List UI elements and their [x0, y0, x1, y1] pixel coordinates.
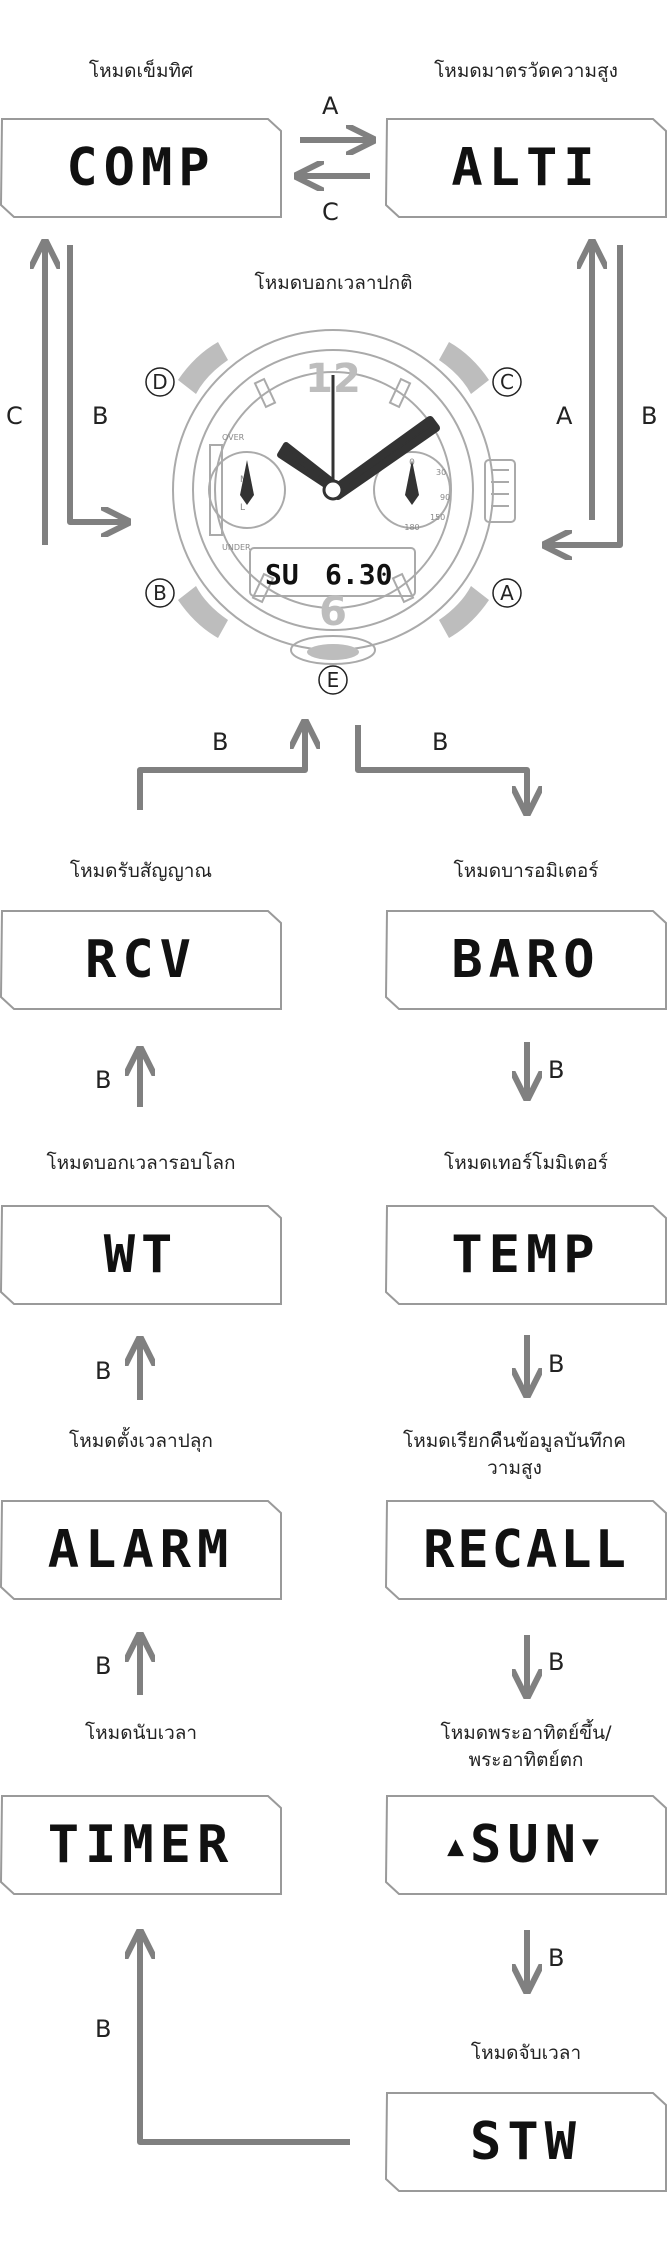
subdial-150-label: 150 [430, 513, 445, 522]
subdial-180-label: 180 [404, 523, 419, 532]
timer-display: TIMER [0, 1795, 282, 1895]
rcv-lcd-text: RCV [85, 930, 197, 990]
timer-lcd-text: TIMER [47, 1815, 235, 1875]
key-b-label: B [95, 1357, 112, 1385]
key-c-label: C [6, 402, 23, 430]
button-e-housing [290, 635, 376, 665]
key-b-label: B [641, 402, 658, 430]
center-pin [322, 479, 344, 501]
bezel-over-label: OVER [222, 433, 245, 442]
button-d-letter: D [152, 370, 167, 394]
comp-mode-label: โหมดเข็มทิศ [88, 60, 194, 82]
alarm-mode-label: โหมดตั้งเวลาปลุก [69, 1430, 213, 1452]
minute-hand [329, 416, 440, 500]
temp-lcd-text: TEMP [451, 1225, 601, 1285]
recall-lcd-text: RECALL [423, 1520, 629, 1580]
temp-display: TEMP [385, 1205, 667, 1305]
timekeeping-mode-label: โหมดบอกเวลาปกติ [254, 272, 413, 294]
baro-lcd-text: BARO [451, 930, 601, 990]
timer-mode-label: โหมดนับเวลา [84, 1722, 198, 1744]
sun-display: ▲SUN▼ [385, 1795, 667, 1895]
stw-display: STW [385, 2092, 667, 2192]
recall-mode-label: โหมดเรียกคืนข้อมูลบันทึกค วามสูง [362, 1428, 667, 1482]
key-b-label: B [432, 728, 449, 756]
stw-mode-label: โหมดจับเวลา [470, 2042, 582, 2064]
temp-mode-label: โหมดเทอร์โมมิเตอร์ [444, 1152, 608, 1174]
alti-lcd-text: ALTI [451, 138, 601, 198]
subdial-30-label: 30 [436, 468, 446, 477]
digital-day: SU [265, 558, 299, 591]
button-c-lug [439, 342, 489, 394]
digital-window [249, 547, 416, 597]
arrow-b-stw-to-timer [140, 1935, 350, 2145]
comp-display: COMP [0, 118, 282, 218]
sun-lcd-text: SUN [470, 1815, 582, 1875]
button-c-letter: C [500, 370, 514, 394]
key-b-label: B [548, 1350, 565, 1378]
subdial-left [208, 451, 286, 529]
numeral-6: 6 [319, 589, 347, 635]
sun-label-line2: พระอาทิตย์ตก [468, 1749, 584, 1771]
recall-label-line2: วามสูง [487, 1457, 542, 1479]
arrow-b-watch-to-baro [355, 725, 527, 810]
watch-crown [484, 459, 516, 523]
alti-display: ALTI [385, 118, 667, 218]
key-a-label: A [322, 92, 339, 120]
subdial-90-label: 90 [440, 493, 450, 502]
button-e [307, 644, 359, 660]
watch-illustration: 12 6 OVER UNDER M L 0 30 90 150 180 SU 6… [145, 329, 522, 695]
subdial-right-hand [405, 460, 419, 505]
alarm-lcd-text: ALARM [47, 1520, 235, 1580]
key-b-label: B [95, 2015, 112, 2043]
stw-lcd-text: STW [470, 2112, 582, 2172]
rcv-display: RCV [0, 910, 282, 1010]
rcv-mode-label: โหมดรับสัญญาณ [69, 860, 213, 882]
baro-display: BARO [385, 910, 667, 1010]
key-b-label: B [95, 1652, 112, 1680]
arrow-b-alti-to-watch [548, 245, 623, 545]
wt-mode-label: โหมดบอกเวลารอบโลก [46, 1152, 236, 1174]
key-b-label: B [548, 1944, 565, 1972]
button-e-letter: E [327, 668, 340, 692]
key-c-label: C [322, 198, 339, 226]
sun-label-line1: โหมดพระอาทิตย์ขึ้น/ [440, 1722, 612, 1744]
recall-display: RECALL [385, 1500, 667, 1600]
subdial-left-hand [240, 460, 254, 505]
baro-mode-label: โหมดบารอมิเตอร์ [453, 860, 599, 882]
arrow-b-comp-to-watch [67, 245, 125, 522]
key-b-label: B [95, 1066, 112, 1094]
key-b-label: B [548, 1056, 565, 1084]
sun-lcd: ▲SUN▼ [385, 1795, 667, 1895]
button-b-letter: B [153, 581, 167, 605]
arrow-b-rcv-to-watch [137, 725, 305, 810]
key-a-label: A [556, 402, 573, 430]
bezel-under-label: UNDER [222, 543, 251, 552]
key-b-label: B [212, 728, 229, 756]
digital-date: 6.30 [325, 558, 392, 591]
recall-label-line1: โหมดเรียกคืนข้อมูลบันทึกค [403, 1430, 626, 1452]
button-a-letter: A [500, 581, 514, 605]
alti-mode-label: โหมดมาตรวัดความสูง [434, 60, 618, 82]
sun-mode-label: โหมดพระอาทิตย์ขึ้น/ พระอาทิตย์ตก [385, 1720, 667, 1774]
button-a-lug [439, 586, 489, 638]
comp-lcd-text: COMP [66, 138, 216, 198]
button-b-lug [178, 586, 228, 638]
subdial-l-label: L [240, 503, 245, 513]
wt-lcd-text: WT [103, 1225, 179, 1285]
alarm-display: ALARM [0, 1500, 282, 1600]
button-d-lug [178, 342, 228, 394]
watch-bezel [192, 349, 474, 631]
subdial-right [373, 451, 451, 529]
sunrise-triangle-icon: ▲ [447, 1828, 471, 1862]
key-b-label: B [548, 1648, 565, 1676]
key-b-label: B [92, 402, 109, 430]
sunset-triangle-icon: ▼ [581, 1828, 605, 1862]
wt-display: WT [0, 1205, 282, 1305]
